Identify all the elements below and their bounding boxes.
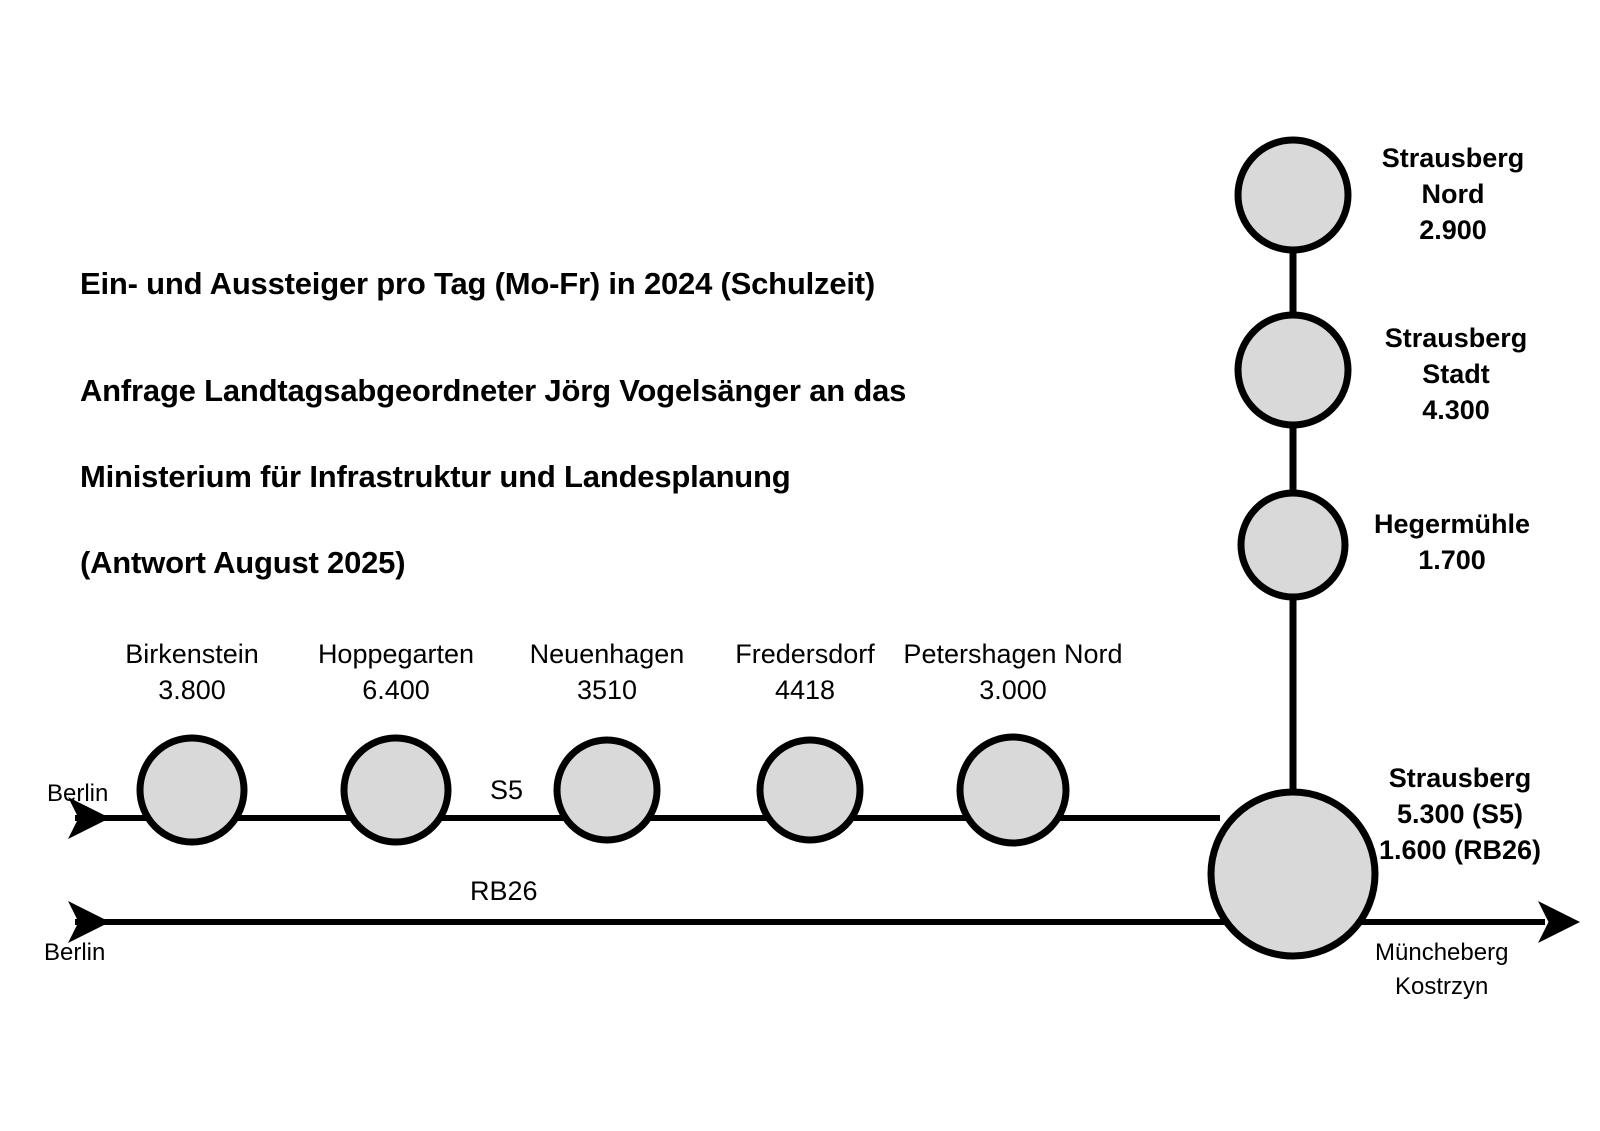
station-name-line1: Strausberg	[1384, 323, 1528, 353]
title-line: Ein- und Aussteiger pro Tag (Mo-Fr) in 2…	[80, 266, 876, 301]
station-value: 3510	[576, 675, 638, 705]
station-label-hegermuehle: Hegermühle 1.700	[1374, 506, 1530, 578]
station-label-strausberg-stadt: Strausberg Stadt 4.300	[1385, 320, 1528, 428]
subtitle-line-3: (Antwort August 2025)	[80, 545, 406, 580]
station-circle-strausberg-stadt[interactable]	[1234, 311, 1352, 429]
station-label-strausberg-junction: Strausberg 5.300 (S5) 1.600 (RB26)	[1379, 760, 1541, 868]
station-name: Neuenhagen	[529, 639, 685, 669]
station-label-birkenstein: Birkenstein 3.800	[125, 636, 259, 708]
station-value: 4418	[774, 675, 836, 705]
station-label-fredersdorf: Fredersdorf 4418	[735, 636, 875, 708]
line-label-rb26: RB26	[470, 876, 538, 906]
terminus-name-line2: Kostrzyn	[1395, 973, 1489, 1000]
subtitle-line-2: Ministerium für Infrastruktur und Landes…	[80, 459, 791, 494]
station-circle-fredersdorf[interactable]	[756, 736, 864, 844]
station-name: Strausberg	[1388, 763, 1532, 793]
station-value: 6.400	[362, 675, 430, 705]
station-value: 1.700	[1418, 545, 1486, 575]
station-circle-strausberg-junction[interactable]	[1207, 788, 1379, 960]
station-label-strausberg-nord: Strausberg Nord 2.900	[1382, 140, 1525, 248]
terminus-name: Berlin	[44, 939, 106, 966]
station-circle-neuenhagen[interactable]	[553, 736, 661, 844]
terminus-label-rb26-west: Berlin	[44, 936, 105, 970]
station-value: 4.300	[1422, 395, 1490, 425]
station-name: Petershagen Nord	[903, 639, 1123, 669]
station-value: 2.900	[1419, 215, 1487, 245]
station-circle-hoppegarten[interactable]	[340, 734, 452, 846]
terminus-label-s5-west: Berlin	[47, 777, 108, 811]
station-name-line1: Strausberg	[1381, 143, 1525, 173]
station-name: Hoppegarten	[317, 639, 475, 669]
station-label-petershagen-nord: Petershagen Nord 3.000	[903, 636, 1122, 708]
station-circle-petershagen-nord[interactable]	[956, 733, 1070, 847]
terminus-label-rb26-east: Müncheberg Kostrzyn	[1375, 936, 1508, 1004]
subtitle-line-1: Anfrage Landtagsabgeordneter Jörg Vogels…	[80, 373, 907, 408]
station-name-line2: Stadt	[1422, 359, 1490, 389]
station-circle-hegermuehle[interactable]	[1237, 489, 1349, 601]
station-name-line1: Hegermühle	[1373, 509, 1531, 539]
page-title: Ein- und Aussteiger pro Tag (Mo-Fr) in 2…	[80, 228, 1140, 340]
station-name: Birkenstein	[125, 639, 259, 669]
line-label-s5: S5	[490, 775, 524, 805]
station-value: 3.000	[979, 675, 1047, 705]
station-label-neuenhagen: Neuenhagen 3510	[530, 636, 685, 708]
station-circle-strausberg-nord[interactable]	[1234, 136, 1352, 254]
station-label-hoppegarten: Hoppegarten 6.400	[318, 636, 474, 708]
station-value: 3.800	[158, 675, 226, 705]
page-subtitle: Anfrage Landtagsabgeordneter Jörg Vogels…	[80, 330, 1140, 624]
station-name: Fredersdorf	[735, 639, 875, 669]
station-name-line2: Nord	[1421, 179, 1485, 209]
terminus-name-line1: Müncheberg	[1375, 939, 1509, 966]
terminus-name: Berlin	[47, 780, 109, 807]
station-circle-birkenstein[interactable]	[136, 734, 248, 846]
station-value-rb26: 1.600 (RB26)	[1378, 835, 1542, 865]
station-value-s5: 5.300 (S5)	[1396, 799, 1524, 829]
